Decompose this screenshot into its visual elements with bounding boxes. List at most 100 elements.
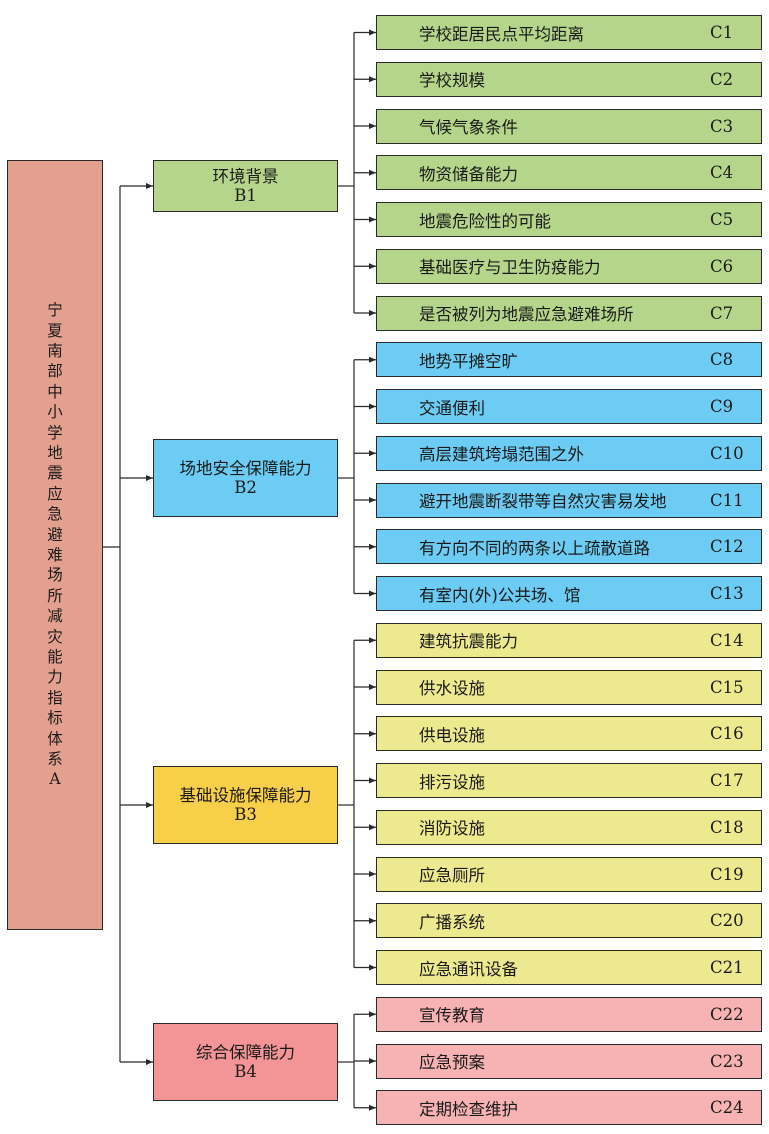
indicator-code: C13: [710, 584, 744, 603]
indicator-code: C15: [710, 677, 744, 697]
indicator-box-c24: 定期检查维护 C24: [376, 1090, 762, 1126]
indicator-code: C19: [710, 864, 744, 884]
indicator-label: 基础医疗与卫生防疫能力: [419, 258, 601, 278]
indicator-code: C17: [710, 771, 744, 790]
indicator-code: C11: [710, 490, 744, 510]
indicator-label: 交通便利: [419, 398, 485, 418]
indicator-box-c17: 排污设施 C17: [376, 763, 762, 798]
indicator-label: 定期检查维护: [419, 1099, 518, 1119]
indicator-box-c10: 高层建筑垮塌范围之外 C10: [376, 435, 762, 471]
indicator-box-c18: 消防设施 C18: [376, 809, 762, 845]
indicator-label: 供水设施: [419, 679, 485, 698]
indicator-label: 应急厕所: [419, 866, 485, 885]
indicator-code: C22: [710, 1004, 744, 1024]
indicator-box-c11: 避开地震断裂带等自然灾害易发地 C11: [376, 482, 762, 518]
indicator-code: C3: [710, 116, 734, 136]
indicator-label: 应急预案: [419, 1053, 485, 1072]
root-label-char: 系: [47, 750, 63, 769]
indicator-box-c12: 有方向不同的两条以上疏散道路 C12: [376, 529, 762, 565]
indicator-code: C18: [710, 817, 744, 837]
root-label-char: 震: [47, 464, 63, 483]
category-name: 场地安全保障能力: [179, 459, 312, 478]
indicator-label: 高层建筑垮塌范围之外: [419, 445, 584, 465]
indicator-code: C21: [710, 958, 744, 977]
indicator-label: 是否被列为地震应急避难场所: [419, 305, 634, 324]
root-label-char: 场: [47, 566, 63, 585]
category-name: 综合保障能力: [196, 1043, 295, 1062]
root-label-char: 减: [47, 607, 63, 626]
indicator-label: 建筑抗震能力: [419, 632, 518, 652]
root-label-char: 指: [47, 688, 63, 707]
indicator-box-c4: 物资储备能力 C4: [376, 155, 762, 191]
indicator-label: 供电设施: [419, 725, 485, 745]
root-label-char: 夏: [47, 321, 63, 340]
indicator-code: C10: [710, 443, 744, 463]
indicator-label: 有方向不同的两条以上疏散道路: [419, 538, 650, 558]
indicator-box-c15: 供水设施 C15: [376, 669, 762, 705]
indicator-label: 地震危险性的可能: [419, 211, 551, 231]
indicator-box-c9: 交通便利 C9: [376, 389, 762, 424]
root-label-char: 力: [47, 668, 63, 687]
indicator-label: 学校规模: [419, 71, 485, 91]
indicator-code: C4: [710, 163, 734, 183]
indicator-box-c14: 建筑抗震能力 C14: [376, 622, 762, 658]
indicator-code: C1: [710, 23, 734, 42]
indicator-box-c19: 应急厕所 C19: [376, 856, 762, 892]
root-label-char: 体: [47, 729, 63, 748]
indicator-label: 地势平摊空旷: [419, 351, 518, 371]
indicator-label: 气候气象条件: [419, 118, 518, 137]
indicator-box-c5: 地震危险性的可能 C5: [376, 202, 762, 237]
indicator-box-c22: 宣传教育 C22: [376, 996, 762, 1032]
indicator-label: 宣传教育: [419, 1006, 485, 1026]
indicator-box-c2: 学校规模 C2: [376, 61, 762, 97]
category-name: 基础设施保障能力: [179, 786, 312, 805]
category-code: B1: [234, 186, 257, 205]
indicator-box-c6: 基础医疗与卫生防疫能力 C6: [376, 248, 762, 284]
indicator-code: C6: [710, 256, 734, 276]
indicator-code: C14: [710, 630, 744, 650]
indicator-code: C7: [710, 303, 734, 323]
indicator-label: 避开地震断裂带等自然灾害易发地: [419, 492, 667, 511]
indicator-label: 广播系统: [419, 912, 485, 932]
root-label-char: 宁: [47, 301, 63, 320]
indicator-box-c1: 学校距居民点平均距离 C1: [376, 15, 762, 50]
indicator-box-c13: 有室内(外)公共场、馆 C13: [376, 576, 762, 611]
indicator-box-c8: 地势平摊空旷 C8: [376, 342, 762, 378]
indicator-code: C8: [710, 350, 734, 370]
indicator-code: C2: [710, 69, 734, 89]
indicator-box-c21: 应急通讯设备 C21: [376, 950, 762, 985]
indicator-label: 有室内(外)公共场、馆: [419, 585, 581, 605]
indicator-label: 应急通讯设备: [419, 959, 518, 979]
root-label-char: 急: [47, 505, 63, 524]
indicator-code: C5: [710, 210, 734, 229]
category-name: 环境背景: [212, 167, 279, 186]
indicator-code: C24: [710, 1098, 744, 1118]
root-label-char: 所: [47, 586, 63, 605]
indicator-label: 学校距居民点平均距离: [419, 24, 584, 44]
indicator-label: 物资储备能力: [419, 164, 518, 184]
root-label-char: 避: [47, 525, 63, 544]
indicator-label: 排污设施: [419, 772, 485, 792]
indicator-label: 消防设施: [419, 819, 485, 839]
root-label-char: 标: [47, 709, 63, 728]
root-label-char: 应: [47, 484, 63, 503]
indicator-code: C12: [710, 537, 744, 557]
root-label-char: 学: [47, 423, 63, 442]
root-label-char: 小: [47, 403, 63, 422]
root-label-char: 南: [47, 341, 63, 360]
root-label-char: 能: [47, 648, 63, 667]
indicator-code: C9: [710, 397, 734, 416]
root-label-char: 部: [47, 362, 63, 381]
category-code: B2: [234, 478, 257, 497]
